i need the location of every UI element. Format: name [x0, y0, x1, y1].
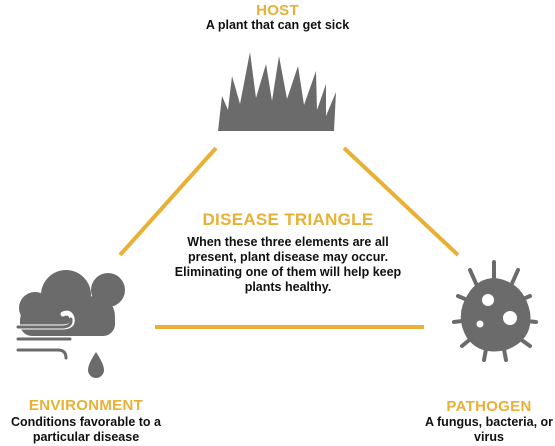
microbe-icon [452, 260, 538, 362]
environment-title: ENVIRONMENT [28, 397, 144, 414]
disease-triangle-description: When these three elements are all presen… [174, 235, 402, 294]
disease-triangle-block: DISEASE TRIANGLE When these three elemen… [170, 210, 406, 295]
triangle-line-host-environment [118, 146, 218, 257]
host-title: HOST [256, 2, 299, 19]
host-description: A plant that can get sick [205, 18, 350, 32]
grass-icon [218, 52, 336, 131]
triangle-line-host-pathogen [342, 146, 460, 257]
pathogen-description: A fungus, bacteria, or virus [424, 415, 554, 444]
environment-description: Conditions favorable to a particular dis… [10, 415, 161, 444]
disease-triangle-title: DISEASE TRIANGLE [202, 210, 374, 229]
storm-cloud-icon [11, 270, 125, 378]
pathogen-title: PATHOGEN [446, 398, 532, 415]
